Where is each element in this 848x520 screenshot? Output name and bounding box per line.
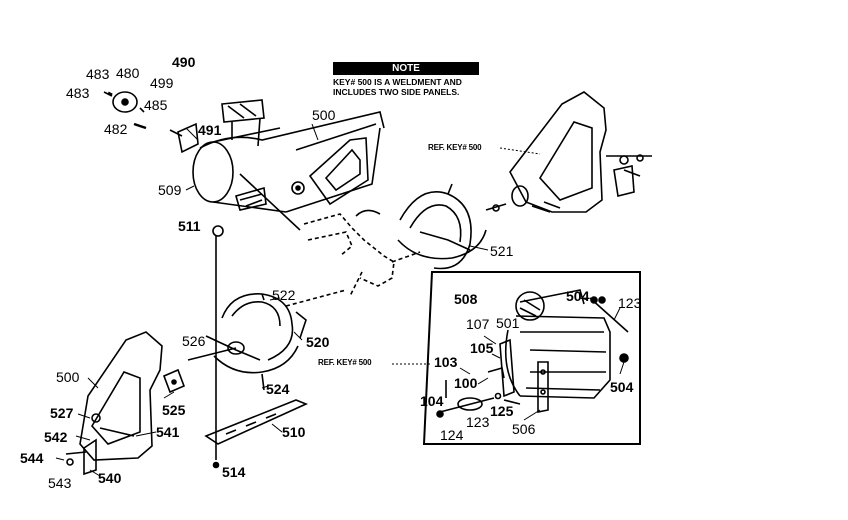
part-label-499: 499 (150, 75, 174, 91)
part-label-544: 544 (20, 450, 44, 466)
part-label-541: 541 (156, 424, 180, 440)
part-label-540: 540 (98, 470, 122, 486)
part-label-542: 542 (44, 429, 68, 445)
part-label-525: 525 (162, 402, 186, 418)
part-label-506: 506 (512, 421, 536, 437)
note-line-2: INCLUDES TWO SIDE PANELS. (333, 87, 460, 97)
note-heading: NOTE (333, 62, 479, 75)
ref-key-label-upper: REF. KEY# 500 (428, 143, 482, 152)
part-label-107: 107 (466, 316, 490, 332)
part-label-543: 543 (48, 475, 72, 491)
ref-key-label-inset: REF. KEY# 500 (318, 358, 372, 367)
gearbox-shaft (239, 173, 421, 307)
part-label-504: 504 (610, 379, 634, 395)
part-label-482: 482 (104, 121, 128, 137)
part-label-483: 483 (86, 66, 110, 82)
part-label-524: 524 (266, 381, 290, 397)
hardware-480-group (103, 91, 147, 130)
impeller-housing-inset (436, 289, 629, 418)
part-label-514: 514 (222, 464, 246, 480)
auger-housing-500 (169, 99, 385, 213)
part-label-500: 500 (56, 369, 80, 385)
part-label-123: 123 (618, 295, 642, 311)
scraper-bar-510 (204, 399, 309, 445)
part-label-511: 511 (178, 218, 201, 234)
part-label-100: 100 (454, 375, 478, 391)
part-label-520: 520 (306, 334, 330, 350)
part-label-103: 103 (434, 354, 458, 370)
part-label-500: 500 (312, 107, 336, 123)
part-label-123: 123 (466, 414, 490, 430)
part-label-508: 508 (454, 291, 478, 307)
inset-frame (422, 271, 641, 445)
part-label-125: 125 (490, 403, 514, 419)
part-label-526: 526 (182, 333, 206, 349)
part-label-509: 509 (158, 182, 182, 198)
side-panel-right-upper (509, 91, 652, 213)
part-label-522: 522 (272, 287, 296, 303)
part-label-501: 501 (496, 315, 520, 331)
note-text: KEY# 500 IS A WELDMENT AND INCLUDES TWO … (333, 77, 493, 97)
part-label-480: 480 (116, 65, 140, 81)
part-label-504: 504 (566, 288, 590, 304)
part-label-521: 521 (490, 243, 514, 259)
part-label-485: 485 (144, 97, 168, 113)
auger-521 (355, 183, 507, 270)
part-label-483: 483 (66, 85, 90, 101)
part-label-124: 124 (440, 427, 464, 443)
part-label-491: 491 (198, 122, 222, 138)
part-label-105: 105 (470, 340, 494, 356)
part-label-490: 490 (172, 54, 196, 70)
leader-lines (55, 123, 625, 477)
note-line-1: KEY# 500 IS A WELDMENT AND (333, 77, 462, 87)
part-label-104: 104 (420, 393, 444, 409)
side-panel-left-500 (65, 331, 186, 476)
auger-520 (187, 293, 307, 391)
vertical-leader-511-514 (212, 225, 224, 469)
part-label-527: 527 (50, 405, 74, 421)
part-label-510: 510 (282, 424, 306, 440)
